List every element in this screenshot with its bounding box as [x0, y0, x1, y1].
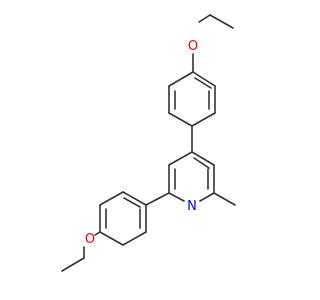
bond	[99, 231, 124, 246]
bonds	[61, 14, 236, 272]
bond	[193, 157, 210, 169]
bond	[194, 77, 212, 89]
bond	[168, 192, 185, 202]
atom-labels: O N O	[85, 39, 198, 247]
bond	[191, 151, 215, 166]
bond	[94, 231, 101, 236]
bond	[168, 112, 193, 127]
bond	[122, 191, 147, 206]
bond	[61, 257, 85, 272]
bond	[122, 231, 147, 246]
bond	[99, 191, 124, 206]
bond	[213, 192, 236, 206]
atom-O1: O	[188, 39, 198, 54]
molecule-svg: O N O	[61, 14, 236, 272]
bond	[123, 197, 141, 208]
bond	[145, 192, 170, 206]
bond	[168, 71, 194, 87]
bond	[209, 14, 234, 29]
bond	[199, 192, 215, 202]
bond	[198, 14, 211, 23]
bond	[191, 112, 216, 127]
atom-O2: O	[85, 232, 95, 247]
molecule-diagram: O N O	[61, 14, 236, 272]
atom-N1: N	[187, 199, 197, 214]
bond	[192, 71, 216, 87]
bond	[168, 151, 193, 166]
